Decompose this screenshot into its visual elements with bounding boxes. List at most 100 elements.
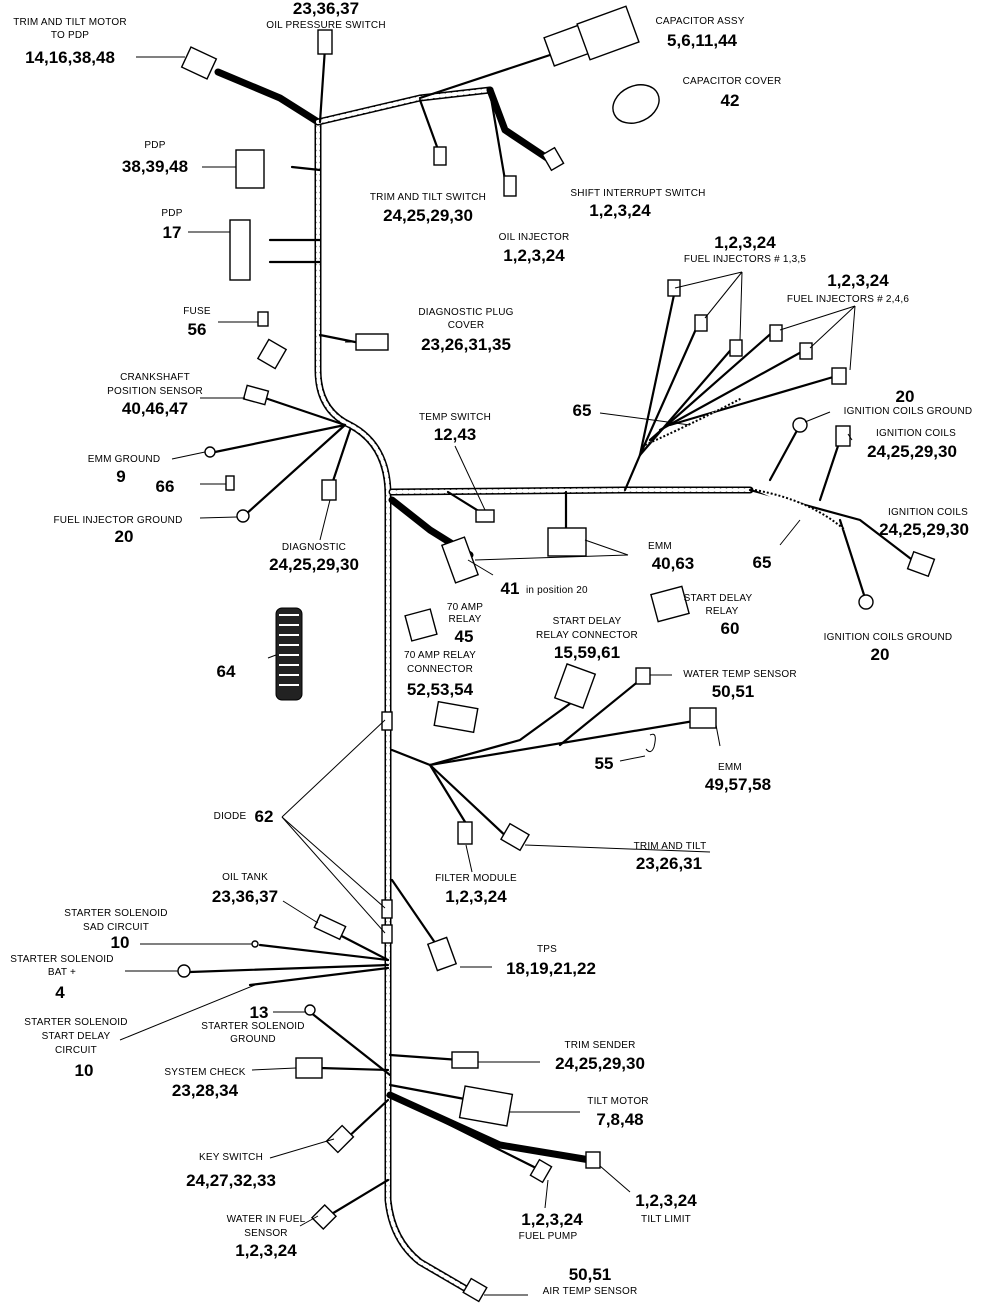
fuse-num: 56 [188, 320, 207, 339]
starter-delay-label-3: CIRCUIT [55, 1045, 97, 1056]
conv65b-num: 65 [753, 553, 772, 572]
oil-tank-label: OIL TANK [222, 872, 268, 883]
filter-module-num: 1,2,3,24 [445, 887, 507, 906]
trim-tilt-label: TRIM AND TILT [634, 841, 707, 852]
diag-plug-label-1: DIAGNOSTIC PLUG [418, 307, 513, 318]
fuel-inj-gnd-num: 20 [115, 527, 134, 546]
starter-bat-num: 4 [55, 983, 65, 1002]
emm2-label: EMM [718, 762, 742, 773]
ign-coils2-label: IGNITION COILS [888, 507, 968, 518]
crankshaft-label-2: POSITION SENSOR [107, 386, 203, 397]
starter-gnd-label-1: STARTER SOLENOID [201, 1021, 304, 1032]
starter-delay-num: 10 [75, 1061, 94, 1080]
callouts: TRIM AND TILT MOTOR TO PDP 14,16,38,48 2… [10, 0, 972, 1297]
start-delay-conn-label-2: RELAY CONNECTOR [536, 630, 638, 641]
p64-num: 64 [217, 662, 236, 681]
crankshaft-num: 40,46,47 [122, 399, 188, 418]
temp-switch-num: 12,43 [434, 425, 477, 444]
fuel-pump-num: 1,2,3,24 [521, 1210, 583, 1229]
main-harness [188, 46, 754, 1294]
diag-plug-num: 23,26,31,35 [421, 335, 511, 354]
trim-tilt-motor-label-1: TRIM AND TILT MOTOR [13, 17, 127, 28]
key-switch-label: KEY SWITCH [199, 1152, 263, 1163]
system-check-num: 23,28,34 [172, 1081, 239, 1100]
ign-gnd-bottom-label: IGNITION COILS GROUND [824, 632, 953, 643]
fuel-inj-246-label: FUEL INJECTORS # 2,4,6 [787, 294, 909, 305]
pdp1-label: PDP [144, 140, 165, 151]
starter-gnd-label-2: GROUND [230, 1034, 276, 1045]
key-switch-num: 24,27,32,33 [186, 1171, 276, 1190]
starter-delay-label-2: START DELAY [42, 1031, 111, 1042]
starter-sad-num: 10 [111, 933, 130, 952]
capacitor-cover-num: 42 [721, 91, 740, 110]
tps-label: TPS [537, 944, 557, 955]
diagnostic-label: DIAGNOSTIC [282, 542, 346, 553]
shift-interrupt-label: SHIFT INTERRUPT SWITCH [570, 188, 705, 199]
conv65a-num: 65 [573, 401, 592, 420]
emm-ground-num: 9 [116, 467, 125, 486]
oil-injector-num: 1,2,3,24 [503, 246, 565, 265]
capacitor-cover-label: CAPACITOR COVER [683, 76, 782, 87]
relay70-label-1: 70 AMP [447, 602, 483, 613]
convoluted-tubing-64 [275, 607, 303, 701]
convoluted-tubing-lower [754, 489, 846, 531]
water-temp-num: 50,51 [712, 682, 755, 701]
capacitor-assy-label: CAPACITOR ASSY [655, 16, 744, 27]
starter-bat-label-1: STARTER SOLENOID [10, 954, 113, 965]
trim-tilt-motor-num: 14,16,38,48 [25, 48, 115, 67]
relay70-num: 45 [455, 627, 474, 646]
emm-ground-label: EMM GROUND [88, 454, 161, 465]
p41-label: in position 20 [526, 585, 588, 596]
diag-plug-label-2: COVER [448, 320, 485, 331]
trim-tilt-switch-label: TRIM AND TILT SWITCH [370, 192, 486, 203]
relay70-conn-label-1: 70 AMP RELAY [404, 650, 476, 661]
relay70-conn-label-2: CONNECTOR [407, 664, 473, 675]
capacitor-assy-num: 5,6,11,44 [667, 31, 738, 50]
injector-branches [638, 288, 917, 600]
starter-sad-label-2: SAD CIRCUIT [83, 922, 149, 933]
trim-tilt-switch-num: 24,25,29,30 [383, 206, 473, 225]
tps-num: 18,19,21,22 [506, 959, 596, 978]
relay70-conn-num: 52,53,54 [407, 680, 474, 699]
tilt-limit-label: TILT LIMIT [641, 1214, 691, 1225]
oil-tank-num: 23,36,37 [212, 887, 278, 906]
pdp2-label: PDP [161, 208, 182, 219]
convoluted-tubing-upper [644, 397, 743, 446]
air-temp-label: AIR TEMP SENSOR [543, 1286, 638, 1297]
start-delay-conn-num: 15,59,61 [554, 643, 620, 662]
system-check-label: SYSTEM CHECK [164, 1067, 245, 1078]
crankshaft-label-1: CRANKSHAFT [120, 372, 190, 383]
pdp1-num: 38,39,48 [122, 157, 188, 176]
shift-interrupt-num: 1,2,3,24 [589, 201, 651, 220]
leader-lines [119, 56, 856, 1296]
oil-injector-label: OIL INJECTOR [499, 232, 570, 243]
filter-module-label: FILTER MODULE [435, 873, 517, 884]
connectors [177, 5, 936, 1303]
start-delay-relay-label-1: START DELAY [684, 593, 753, 604]
water-in-fuel-num: 1,2,3,24 [235, 1241, 297, 1260]
relay70-label-2: RELAY [448, 614, 481, 625]
ign-coils1-num: 24,25,29,30 [867, 442, 957, 461]
trim-sender-label: TRIM SENDER [564, 1040, 635, 1051]
start-delay-conn-label-1: START DELAY [553, 616, 622, 627]
diagnostic-num: 24,25,29,30 [269, 555, 359, 574]
pdp2-num: 17 [163, 223, 182, 242]
temp-switch-label: TEMP SWITCH [419, 412, 491, 423]
emm1-num: 40,63 [652, 554, 695, 573]
fuse-label: FUSE [183, 306, 211, 317]
diode-num: 62 [255, 807, 274, 826]
p41-num: 41 [501, 579, 520, 598]
fuel-inj-135-num: 1,2,3,24 [714, 233, 776, 252]
diode-label: DIODE [214, 811, 247, 822]
ign-gnd-top-label: IGNITION COILS GROUND [844, 406, 973, 417]
oil-pressure-label: OIL PRESSURE SWITCH [266, 20, 386, 31]
water-in-fuel-label-1: WATER IN FUEL [227, 1214, 306, 1225]
fuel-pump-label: FUEL PUMP [519, 1231, 578, 1242]
fuel-inj-135-label: FUEL INJECTORS # 1,3,5 [684, 254, 806, 265]
emm2-num: 49,57,58 [705, 775, 771, 794]
trim-tilt-num: 23,26,31 [636, 854, 702, 873]
ign-gnd-top-num: 20 [896, 387, 915, 406]
fuel-inj-246-num: 1,2,3,24 [827, 271, 889, 290]
p66-num: 66 [156, 477, 175, 496]
